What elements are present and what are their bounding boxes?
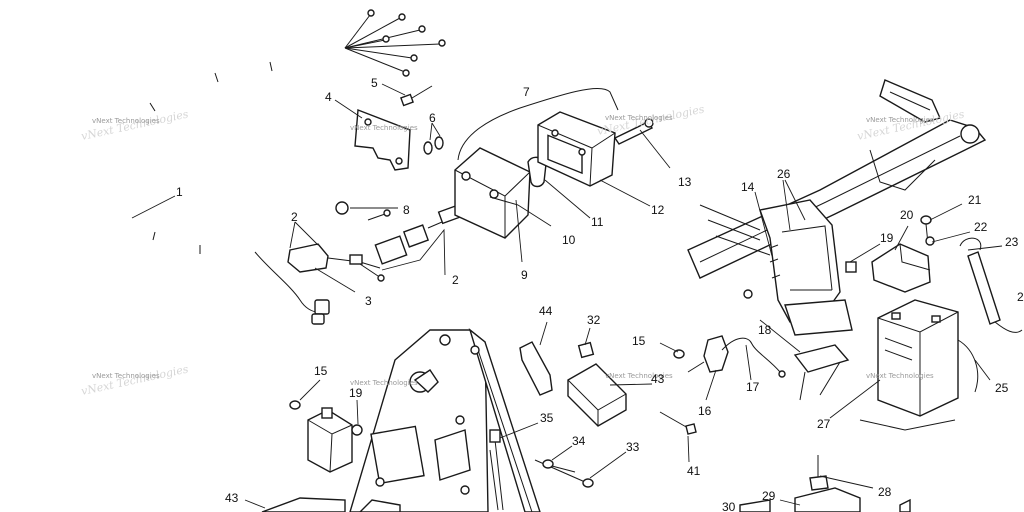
callout-22: 22 (974, 220, 988, 234)
watermark-text: vNext Technologies (350, 124, 418, 132)
watermark-text: vNext Technologies (92, 117, 160, 125)
callout-1: 1 (176, 185, 183, 199)
callout-30: 30 (722, 500, 736, 512)
taillight-connector (374, 203, 471, 265)
watermark-text: vNext Technologies (605, 114, 673, 122)
callout-4: 4 (325, 90, 332, 104)
washers-6 (423, 136, 444, 155)
callout-6: 6 (429, 111, 436, 125)
battery-pad-20 (845, 243, 931, 293)
callout-16: 16 (698, 404, 712, 418)
callout-20: 20 (900, 208, 914, 222)
bolt-5 (400, 85, 433, 107)
callout-7: 7 (523, 85, 530, 99)
callout-18: 18 (758, 323, 772, 337)
leader-lines (131, 83, 1003, 509)
watermark-text: vNext Technologies (350, 379, 418, 387)
callout-numbers: 1 2 2 3 4 5 6 7 8 9 10 11 12 13 14 15 15… (176, 76, 1024, 512)
callout-29: 29 (762, 489, 776, 503)
wiring-harness (108, 9, 446, 325)
callout-8: 8 (403, 203, 410, 217)
taillight-assembly (454, 88, 654, 239)
fuse-holder (739, 455, 911, 512)
harness-wire-ends (344, 9, 446, 77)
ignition-connector (287, 243, 385, 282)
watermark-text: vNext Technologies (80, 107, 190, 143)
callout-41: 41 (687, 464, 701, 478)
vehicle-frame (687, 79, 987, 401)
callout-23: 23 (1005, 235, 1019, 249)
callout-43-left: 43 (225, 491, 239, 505)
callout-21: 21 (968, 193, 982, 207)
watermark-text: vNext Technologies (866, 116, 934, 124)
mounting-plate (349, 328, 541, 512)
callout-19-right: 19 (880, 231, 894, 245)
watermark-text: vNext Technologies (80, 362, 190, 398)
callout-3: 3 (365, 294, 372, 308)
callout-32: 32 (587, 313, 601, 327)
callout-44: 44 (539, 304, 553, 318)
regulator-16 (673, 289, 786, 378)
callout-15-left: 15 (314, 364, 328, 378)
vent-tube (959, 237, 1023, 333)
callout-9: 9 (521, 268, 528, 282)
callout-5: 5 (371, 76, 378, 90)
relay-44 (519, 341, 553, 396)
callout-43-right: 43 (651, 372, 665, 386)
callout-33: 33 (626, 440, 640, 454)
callout-12: 12 (651, 203, 665, 217)
callout-26: 26 (777, 167, 791, 181)
callout-24: 2 (1017, 290, 1024, 304)
terminal-hardware (920, 215, 935, 246)
callout-25: 25 (995, 381, 1009, 395)
bolt-41 (659, 411, 697, 435)
license-bracket (354, 109, 411, 171)
callout-28: 28 (878, 485, 892, 499)
callout-13: 13 (678, 175, 692, 189)
bolts-33-34 (534, 459, 594, 488)
callout-10: 10 (562, 233, 576, 247)
watermark-text: vNext Technologies (92, 372, 160, 380)
callout-17: 17 (746, 380, 760, 394)
callout-14: 14 (741, 180, 755, 194)
solenoid-43 (567, 341, 627, 427)
callout-2-lower: 2 (452, 273, 459, 287)
watermark-text: vNext Technologies (866, 372, 934, 380)
callout-15-right: 15 (632, 334, 646, 348)
watermark-text: vNext Technologies (605, 372, 673, 380)
callout-2-upper: 2 (291, 210, 298, 224)
callout-34: 34 (572, 434, 586, 448)
battery-27 (859, 299, 979, 431)
callout-35: 35 (540, 411, 554, 425)
callout-11: 11 (591, 215, 604, 229)
callout-27: 27 (817, 417, 831, 431)
callout-19-left: 19 (349, 386, 363, 400)
ignition-coil (261, 497, 401, 512)
nut-8 (335, 201, 391, 221)
cdi-module (289, 400, 363, 473)
